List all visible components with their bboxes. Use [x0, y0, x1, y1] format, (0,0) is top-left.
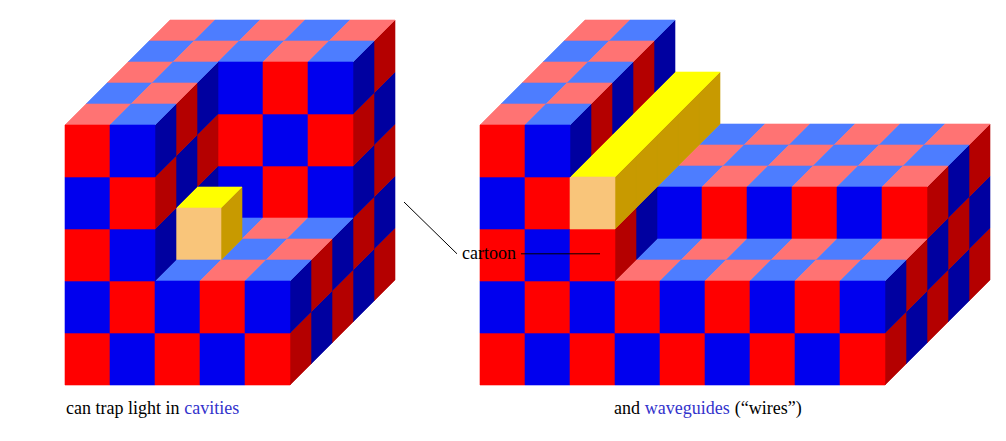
cube-face [609, 20, 675, 41]
callout-label: cartoon [462, 243, 516, 265]
cube-face [924, 124, 990, 145]
cube-face [263, 114, 308, 166]
cube-face [840, 281, 885, 333]
cube-face [65, 333, 110, 385]
cube-face [705, 281, 750, 333]
cube-face [110, 333, 155, 385]
cube-face [882, 166, 948, 187]
caption-group: can trap light incavities [66, 398, 239, 420]
cube-face [110, 125, 155, 177]
cube-face [480, 281, 525, 333]
leader-line [404, 202, 457, 254]
cube-face [155, 333, 200, 385]
cube-face [567, 62, 633, 83]
cube-face [903, 145, 969, 166]
cube-face [750, 281, 795, 333]
cube-face [263, 166, 308, 218]
cube-face [245, 281, 290, 333]
cube-face [615, 281, 660, 333]
cube-face [588, 41, 654, 62]
cube-face [525, 333, 570, 385]
cube-face [263, 62, 308, 114]
cube-face [155, 281, 200, 333]
cavity-cube [65, 20, 395, 385]
cube-face [110, 229, 155, 281]
cube-face [525, 229, 570, 281]
cube-face [837, 187, 882, 239]
cube-face [176, 208, 221, 260]
cube-face [65, 229, 110, 281]
cube-face [795, 333, 840, 385]
cube-face [882, 187, 927, 239]
cube-face [570, 229, 615, 281]
cube-face [660, 281, 705, 333]
cube-face [245, 260, 311, 281]
cube-face [570, 177, 615, 229]
callout-group: cartoon [462, 243, 516, 265]
cube-face [480, 333, 525, 385]
cube-face [245, 333, 290, 385]
cube-face [110, 281, 155, 333]
cube-face [795, 281, 840, 333]
cube-face [705, 333, 750, 385]
cube-face [200, 281, 245, 333]
link-word: waveguides [645, 398, 730, 420]
cube-face [570, 333, 615, 385]
cube-face [287, 218, 353, 239]
cube-face [308, 41, 374, 62]
cube-face [308, 114, 353, 166]
cube-face [615, 333, 660, 385]
cube-face [110, 177, 155, 229]
cube-face [65, 281, 110, 333]
cube-face [747, 187, 792, 239]
cube-face [266, 239, 332, 260]
cube-face [308, 166, 353, 218]
cube-face [792, 187, 837, 239]
waveguide-cube [480, 20, 990, 385]
cube-face [131, 83, 197, 104]
cube-face [840, 333, 885, 385]
cube-face [218, 114, 263, 166]
cube-face [110, 104, 176, 125]
cube-face [525, 104, 591, 125]
cube-face [546, 83, 612, 104]
cube-face [750, 333, 795, 385]
cube-face [525, 281, 570, 333]
cube-face [861, 239, 927, 260]
leader-line [521, 253, 600, 254]
link-word: cavities [184, 398, 239, 420]
caption-text: can trap light in [66, 398, 179, 420]
cube-face [660, 333, 705, 385]
cube-face [525, 177, 570, 229]
cube-face [65, 125, 110, 177]
caption-text: and [614, 398, 640, 420]
cube-face [657, 187, 702, 239]
cube-face [840, 260, 906, 281]
cube-face [702, 187, 747, 239]
cube-face [480, 177, 525, 229]
caption-text: (“wires”) [735, 398, 802, 420]
caption-group: andwaveguides(“wires”) [614, 398, 802, 420]
cube-face [200, 333, 245, 385]
cube-face [570, 281, 615, 333]
cube-face [65, 177, 110, 229]
cube-face [218, 62, 263, 114]
cube-face [480, 125, 525, 177]
cube-face [308, 62, 353, 114]
cube-face [152, 62, 218, 83]
cube-face [525, 125, 570, 177]
cube-face [329, 20, 395, 41]
